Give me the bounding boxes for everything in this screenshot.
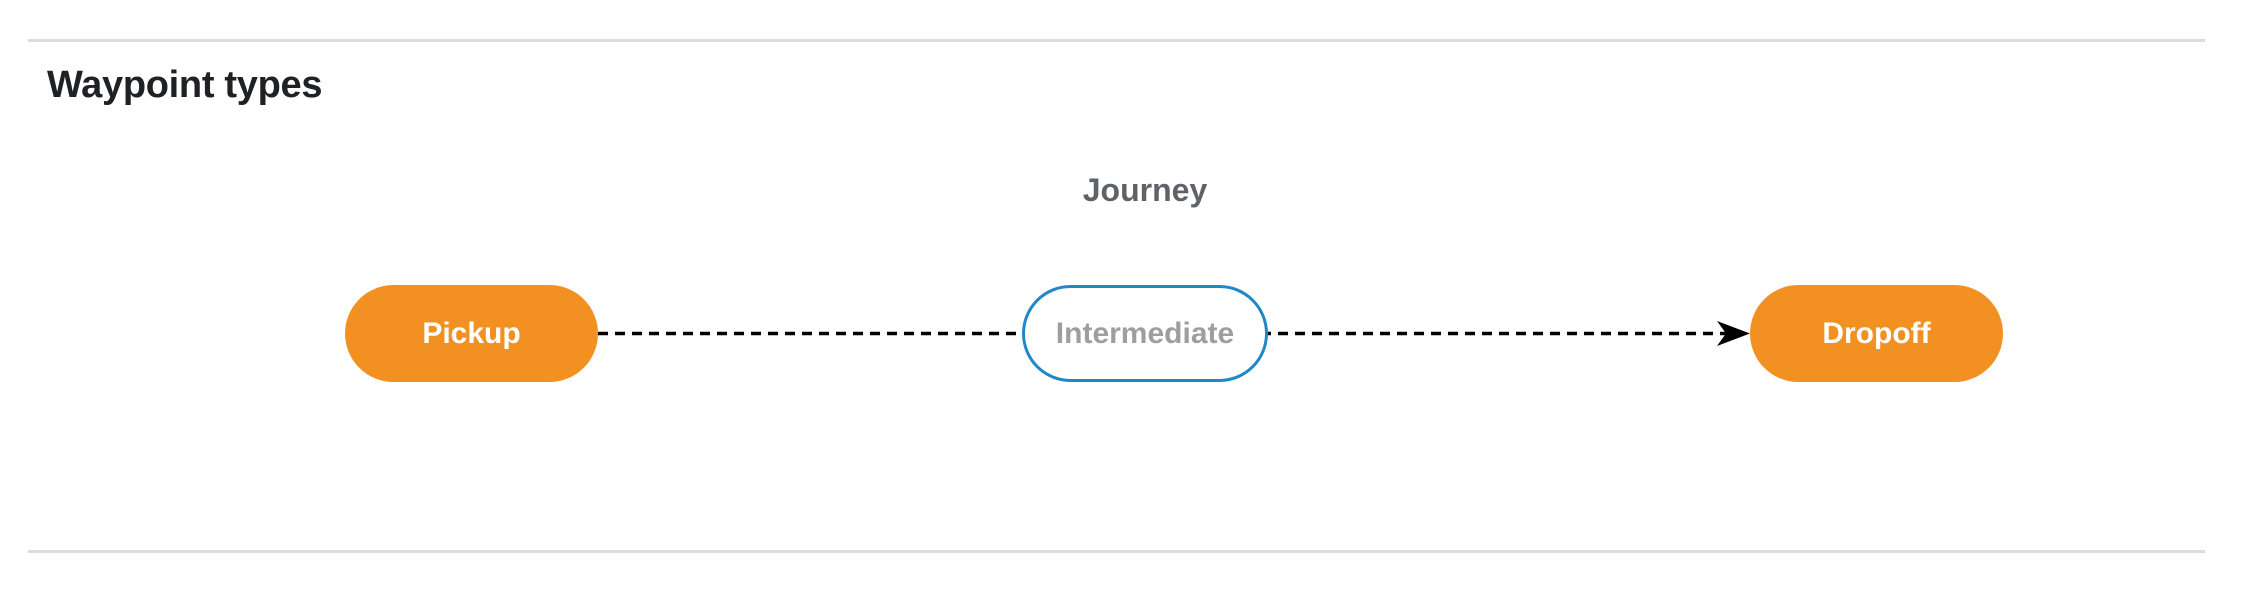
node-pickup-label: Pickup [422, 316, 521, 350]
node-intermediate-label: Intermediate [1055, 316, 1235, 350]
node-dropoff-label: Dropoff [1822, 316, 1931, 350]
arrowhead-icon [1717, 321, 1750, 346]
node-dropoff: Dropoff [1750, 285, 2003, 382]
node-intermediate: Intermediate [1022, 285, 1268, 382]
section-title: Waypoint types [47, 64, 323, 106]
node-pickup: Pickup [345, 285, 598, 382]
top-divider [28, 39, 2205, 42]
bottom-divider [28, 550, 2205, 553]
journey-group-label: Journey [1082, 172, 1208, 208]
